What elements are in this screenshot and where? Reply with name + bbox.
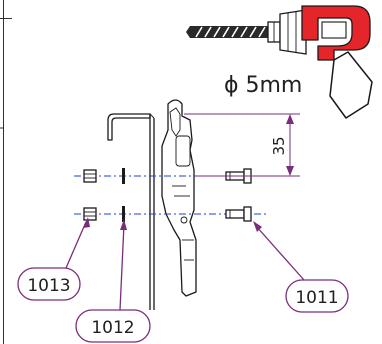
callout-1012: 1012 <box>75 309 151 343</box>
dimension-value: 35 <box>270 136 288 155</box>
leader-1011 <box>253 221 305 281</box>
callout-1013-label: 1013 <box>27 276 70 296</box>
leader-1012 <box>119 219 127 311</box>
mounting-bracket <box>107 113 155 310</box>
drill-handle-icon <box>329 51 373 119</box>
washer-upper <box>122 168 125 184</box>
latch-part <box>161 99 197 297</box>
callout-1011-label: 1011 <box>295 288 338 308</box>
callout-1012-label: 1012 <box>91 318 134 338</box>
callout-1011: 1011 <box>285 279 349 313</box>
drill-chuck-icon <box>267 9 307 55</box>
screw-lower <box>225 206 252 222</box>
nut-lower <box>83 207 97 221</box>
drill-diameter-label: ϕ 5mm <box>224 73 302 98</box>
nut-upper <box>83 169 97 183</box>
drill-icon <box>186 5 373 119</box>
dimension-35 <box>184 113 300 177</box>
leader-1013 <box>65 217 90 269</box>
washer-lower <box>122 206 125 222</box>
callout-1013: 1013 <box>17 267 81 301</box>
drill-bit-icon <box>186 26 268 38</box>
brand-logo-icon <box>301 5 371 61</box>
